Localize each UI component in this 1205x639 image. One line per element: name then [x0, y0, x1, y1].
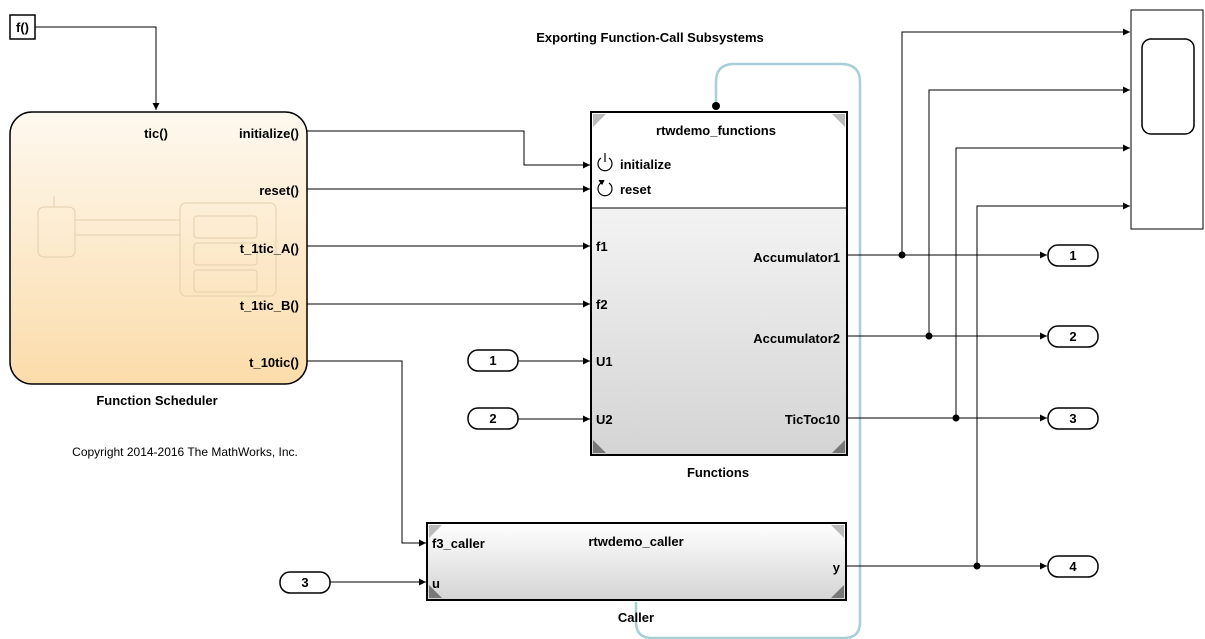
- wire-scope-in2: [928, 86, 1130, 336]
- initialize-event-icon: [597, 153, 613, 172]
- branch-point: [952, 414, 960, 422]
- wire-scope-in3: [955, 144, 1130, 418]
- fcall-generator-block[interactable]: f(): [9, 14, 36, 40]
- model-reference-link-line: [634, 62, 862, 639]
- scheduler-out-t1tic-b: t_1tic_B(): [240, 298, 299, 313]
- outport-1-label: 1: [1069, 248, 1076, 263]
- functions-event-initialize: initialize: [620, 157, 671, 172]
- chart-preview: [37, 196, 277, 297]
- branch-point: [973, 562, 981, 570]
- inport-2-label: 2: [489, 411, 496, 426]
- outport-4-label: 4: [1069, 559, 1077, 574]
- scheduler-out-t10tic: t_10tic(): [249, 355, 299, 370]
- scheduler-out-initialize: initialize(): [239, 126, 299, 141]
- functions-out-tictoc10: TicToc10: [785, 412, 840, 427]
- functions-event-reset: reset: [620, 182, 652, 197]
- branch-point: [898, 251, 906, 259]
- function-scheduler-block[interactable]: tic() initialize() reset() t_1tic_A() t_…: [9, 111, 308, 385]
- caller-out-y: y: [833, 560, 841, 575]
- functions-block[interactable]: rtwdemo_functions initialize reset f1 f2…: [590, 111, 848, 456]
- scheduler-out-reset: reset(): [259, 183, 299, 198]
- outport-2-label: 2: [1069, 329, 1076, 344]
- inport-1-label: 1: [489, 353, 496, 368]
- scheduler-out-t1tic-a: t_1tic_A(): [240, 241, 299, 256]
- functions-out-accumulator2: Accumulator2: [753, 331, 840, 346]
- functions-out-accumulator1: Accumulator1: [753, 250, 840, 265]
- inport-3[interactable]: 3: [279, 571, 331, 594]
- caller-in-f3-caller: f3_caller: [432, 536, 485, 551]
- wire-fcall-to-scheduler: [35, 26, 160, 110]
- function-scheduler-name: Function Scheduler: [96, 393, 217, 408]
- caller-model-name: rtwdemo_caller: [588, 534, 683, 549]
- outport-3[interactable]: 3: [1047, 407, 1099, 430]
- functions-block-name: Functions: [687, 465, 749, 480]
- diagram-title: Exporting Function-Call Subsystems: [536, 30, 764, 45]
- inport-2[interactable]: 2: [467, 407, 519, 430]
- scope-block[interactable]: [1130, 9, 1204, 230]
- functions-model-name: rtwdemo_functions: [656, 123, 776, 138]
- functions-in-f2: f2: [596, 297, 608, 312]
- caller-block-name: Caller: [618, 610, 654, 625]
- outport-3-label: 3: [1069, 411, 1076, 426]
- wire-t10tic: [307, 360, 426, 547]
- wire-scope-in1: [901, 28, 1130, 255]
- scope-screen: [1141, 38, 1195, 135]
- inport-1[interactable]: 1: [467, 349, 519, 372]
- functions-in-u2: U2: [596, 412, 613, 427]
- inport-3-label: 3: [301, 575, 308, 590]
- functions-in-u1: U1: [596, 354, 613, 369]
- scheduler-trigger-port: tic(): [144, 126, 168, 141]
- fcall-generator-label: f(): [16, 20, 29, 35]
- caller-in-u: u: [432, 576, 440, 591]
- wire-initialize: [307, 130, 590, 169]
- outport-4[interactable]: 4: [1047, 555, 1099, 578]
- outport-1[interactable]: 1: [1047, 244, 1099, 267]
- reset-event-icon: [597, 179, 613, 197]
- functions-in-f1: f1: [596, 239, 608, 254]
- connection-dot: [712, 102, 720, 110]
- wire-scope-in4: [976, 202, 1130, 566]
- branch-point: [925, 332, 933, 340]
- caller-block[interactable]: rtwdemo_caller f3_caller u y: [426, 522, 847, 601]
- copyright-text: Copyright 2014-2016 The MathWorks, Inc.: [72, 445, 298, 459]
- outport-2[interactable]: 2: [1047, 325, 1099, 348]
